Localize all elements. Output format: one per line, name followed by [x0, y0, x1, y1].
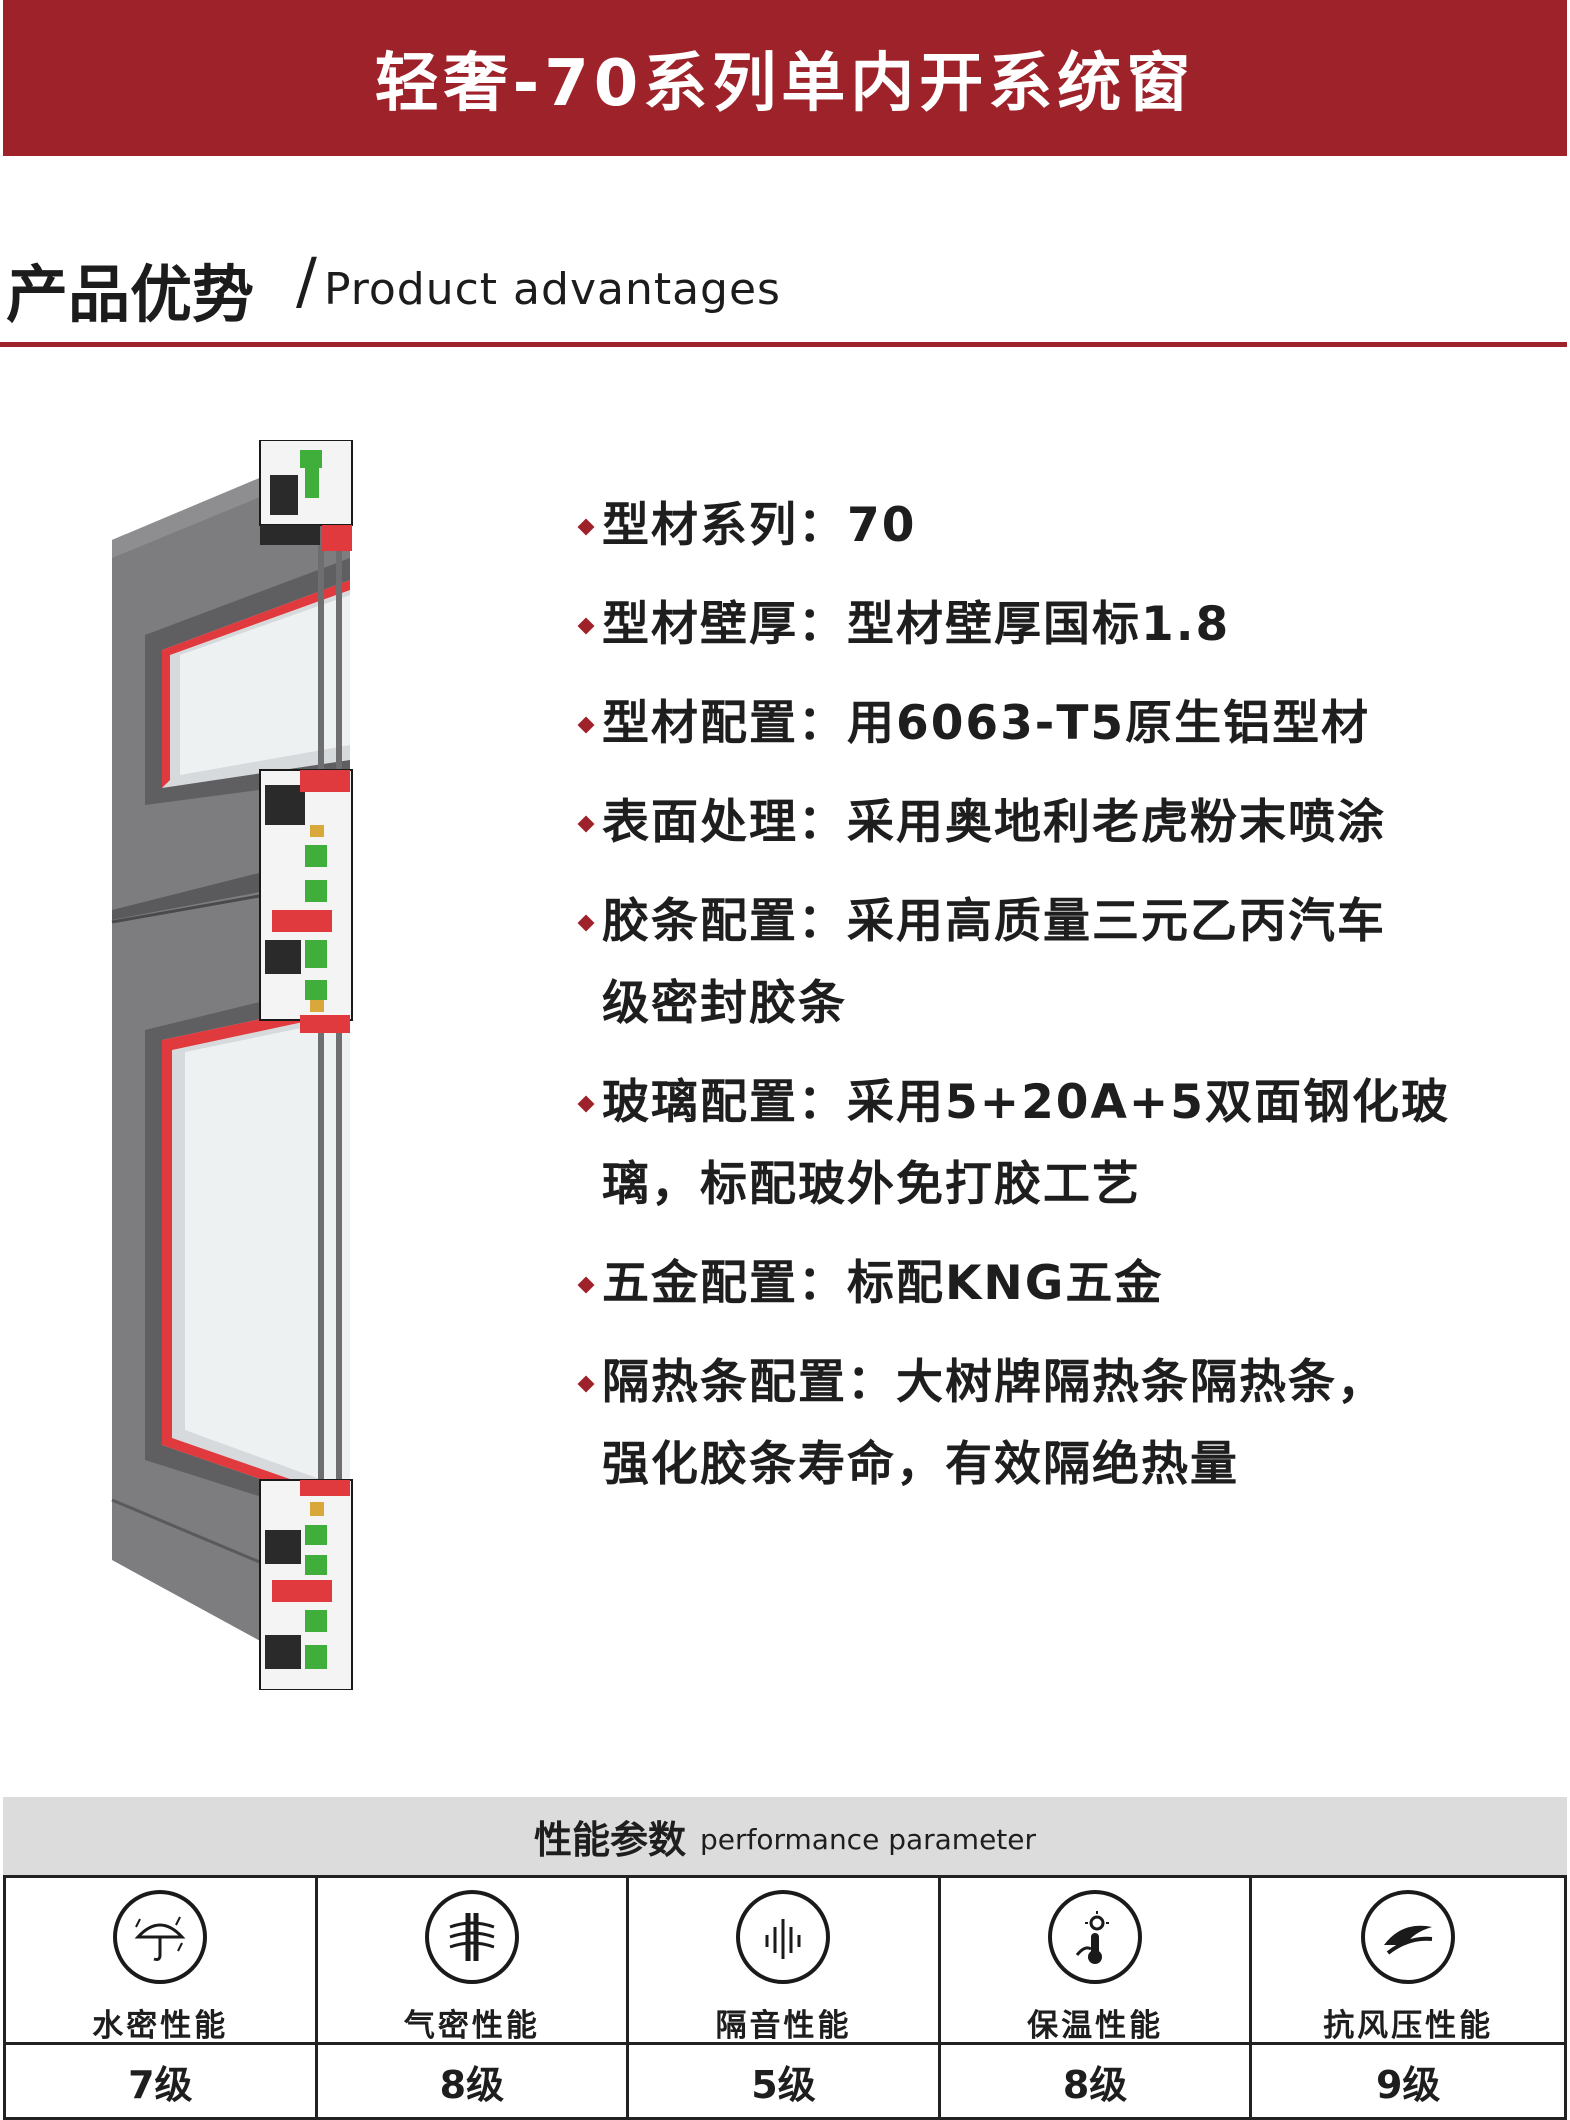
performance-cell-air: 气密性能 8级 [317, 1878, 630, 2117]
performance-grid: 水密性能 7级 气密性能 8级 隔音性能 5级 保温性能 8级 [3, 1875, 1567, 2120]
title-bar: 轻奢-70系列单内开系统窗 [3, 0, 1567, 156]
diamond-bullet-icon [577, 815, 595, 833]
spec-item: 型材配置：用6063-T5原生铝型材 [577, 683, 1540, 765]
performance-value: 8级 [1062, 2063, 1128, 2107]
performance-cell-wind-pressure: 抗风压性能 9级 [1252, 1878, 1564, 2117]
diamond-bullet-icon [577, 716, 595, 734]
spec-value: 采用高质量三元乙丙汽车 [847, 894, 1386, 949]
page-title: 轻奢-70系列单内开系统窗 [374, 47, 1196, 121]
spec-value: 用6063-T5原生铝型材 [847, 696, 1371, 751]
spec-item: 表面处理：采用奥地利老虎粉末喷涂 [577, 782, 1540, 864]
diamond-bullet-icon [577, 1375, 595, 1393]
performance-header: 性能参数 performance parameter [3, 1797, 1567, 1875]
spec-item: 玻璃配置：采用5+20A+5双面钢化玻 璃，标配玻外免打胶工艺 [577, 1062, 1540, 1226]
spec-item: 五金配置：标配KNG五金 [577, 1243, 1540, 1325]
diamond-bullet-icon [577, 914, 595, 932]
performance-label: 隔音性能 [715, 2008, 852, 2044]
spec-value: 大树牌隔热条隔热条， [896, 1355, 1386, 1410]
performance-label: 水密性能 [92, 2008, 229, 2044]
performance-table: 性能参数 performance parameter 水密性能 7级 气密性能 … [3, 1797, 1567, 2120]
performance-cell-water: 水密性能 7级 [6, 1878, 318, 2117]
spec-item: 胶条配置：采用高质量三元乙丙汽车 级密封胶条 [577, 881, 1540, 1045]
upper-seal [162, 580, 350, 788]
sun-thermometer-icon [1048, 1890, 1143, 1984]
spec-value: 70 [847, 498, 917, 553]
spec-list: 型材系列：70 型材壁厚：型材壁厚国标1.8 型材配置：用6063-T5原生铝型… [577, 485, 1540, 1506]
spec-label: 型材配置： [602, 696, 847, 751]
performance-value: 8级 [439, 2063, 505, 2107]
performance-label: 保温性能 [1027, 2008, 1164, 2044]
spec-value-cont: 级密封胶条 [602, 976, 847, 1031]
section-title-en: Product advantages [324, 264, 781, 315]
diamond-bullet-icon [577, 1095, 595, 1113]
wind-lines-icon [424, 1890, 519, 1984]
bottom-profile-section [259, 1479, 353, 1690]
sound-wave-icon [736, 1890, 831, 1984]
spec-item: 型材系列：70 [577, 485, 1540, 567]
window-profile-illustration [111, 440, 353, 1690]
top-profile-section [259, 440, 353, 551]
spec-item: 隔热条配置：大树牌隔热条隔热条， 强化胶条寿命，有效隔绝热量 [577, 1342, 1540, 1506]
umbrella-rain-icon [113, 1890, 208, 1984]
spec-value: 采用5+20A+5双面钢化玻 [847, 1075, 1450, 1130]
upper-glass [180, 595, 350, 775]
spec-value: 标配KNG五金 [847, 1256, 1164, 1311]
spec-label: 型材系列： [602, 498, 847, 553]
lower-glass [185, 1018, 350, 1490]
section-divider [0, 342, 1567, 347]
spec-value-cont: 璃，标配玻外免打胶工艺 [602, 1157, 1141, 1212]
section-title-cn: 产品优势 [6, 258, 255, 331]
performance-value: 7级 [128, 2063, 193, 2107]
spec-label: 隔热条配置： [602, 1355, 896, 1410]
spec-label: 型材壁厚： [602, 597, 847, 652]
spec-label: 五金配置： [602, 1256, 847, 1311]
section-heading: 产品优势 / Product advantages [6, 238, 1566, 338]
performance-cell-thermal: 保温性能 8级 [940, 1878, 1253, 2117]
performance-title-cn: 性能参数 [533, 1817, 686, 1862]
lower-seal [162, 1000, 350, 1445]
performance-value: 5级 [751, 2063, 816, 2107]
spec-label: 表面处理： [602, 795, 847, 850]
spec-label: 胶条配置： [602, 894, 847, 949]
middle-profile-section [259, 769, 353, 1033]
performance-title-en: performance parameter [699, 1822, 1037, 1856]
section-title-slash: / [296, 244, 317, 317]
performance-cell-sound: 隔音性能 5级 [629, 1878, 941, 2117]
wind-pressure-icon [1361, 1890, 1456, 1984]
diamond-bullet-icon [577, 1276, 595, 1294]
performance-label: 抗风压性能 [1323, 2008, 1494, 2044]
performance-value: 9级 [1375, 2063, 1441, 2107]
diamond-bullet-icon [577, 518, 595, 536]
performance-label: 气密性能 [403, 2008, 540, 2044]
spec-item: 型材壁厚：型材壁厚国标1.8 [577, 584, 1540, 666]
diamond-bullet-icon [577, 617, 595, 635]
spec-value-cont: 强化胶条寿命，有效隔绝热量 [602, 1437, 1239, 1492]
spec-value: 采用奥地利老虎粉末喷涂 [847, 795, 1386, 850]
spec-label: 玻璃配置： [602, 1075, 847, 1130]
spec-value: 型材壁厚国标1.8 [847, 597, 1231, 652]
